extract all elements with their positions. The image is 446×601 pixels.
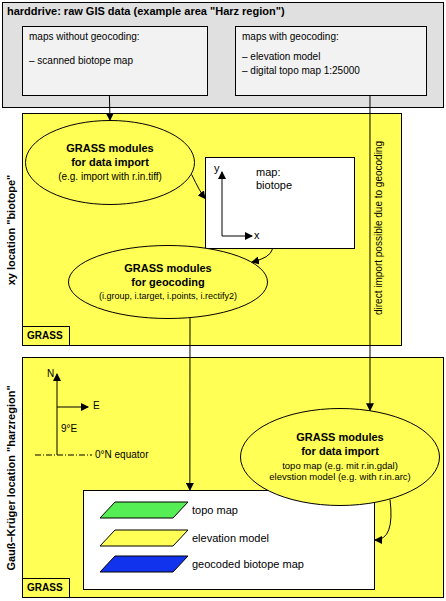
node-text: x (254, 229, 260, 242)
node-text: Gauß–Krüger location "harzregion" (5, 385, 18, 570)
process-ellipse: GRASS modules for geocoding (i.group, i.t… (68, 245, 268, 319)
node-text: topo map (192, 504, 238, 517)
node-text: maps without geocoding: (29, 31, 140, 43)
node-text: xy location "biotope" (5, 174, 18, 285)
node-text: elevstion model (e.g. with r.in.arc) (269, 471, 411, 482)
ellipse-content: GRASS modules for data import topo map (e… (240, 408, 440, 506)
node-text: GRASS modules for data import (290, 431, 390, 457)
axis-label: 0°N equator (95, 449, 148, 461)
node-text: GRASS (27, 330, 63, 342)
node-text: – scanned biotope map (29, 55, 133, 67)
process-box: GRASS (22, 578, 70, 598)
node-text: (i.group, i.target, i.points, i.rectify2… (99, 291, 237, 302)
process-box: maps with geocoding: – elevation model – d… (235, 26, 427, 96)
node-text: harddrive: raw GIS data (example area "H… (7, 5, 285, 18)
node-text: GRASS modules for geocoding (118, 262, 218, 288)
process-box: maps without geocoding: – scanned biotope… (22, 26, 208, 96)
ellipse-shape (69, 246, 268, 319)
axis-label: E (93, 400, 100, 412)
node-text: geocoded biotope map (192, 558, 304, 571)
node-text: GRASS modules for data import (60, 142, 160, 168)
ellipse-shape (241, 409, 440, 506)
node-text: maps with geocoding: (242, 31, 339, 43)
node-text: topo map (e.g. mit r.in.gdal) (282, 460, 398, 471)
process-box: xy location "biotope"GRASS modules for d… (22, 113, 402, 346)
node-text: – digital topo map 1:25000 (242, 65, 360, 77)
node-text: – elevation model (242, 51, 320, 63)
node-text: y (214, 162, 220, 175)
ellipse-content: GRASS modules for geocoding (i.group, i.t… (68, 245, 268, 319)
process-box: Gauß–Krüger location "harzregion"GRASS m… (22, 357, 444, 598)
ellipse-outline (240, 408, 440, 506)
edge-label: direct import possible due to geocoding (373, 141, 385, 315)
axis-label: 9°E (61, 423, 77, 435)
node-text: map: biotope (256, 166, 306, 192)
process-box: GRASS (22, 326, 70, 346)
node-text: (e.g. import with r.in.tiff) (58, 171, 162, 183)
process-ellipse: GRASS modules for data import (e.g. impor… (25, 120, 195, 205)
node-text: elevation model (192, 532, 269, 545)
process-box: y map: biotope x (205, 157, 355, 249)
process-ellipse: GRASS modules for data import topo map (e… (240, 408, 440, 506)
ellipse-shape (26, 121, 195, 205)
axis-label: N (47, 368, 54, 380)
ellipse-content: GRASS modules for data import (e.g. impor… (25, 120, 195, 205)
process-box: harddrive: raw GIS data (example area "H… (2, 2, 444, 108)
node-text: GRASS (27, 582, 63, 594)
